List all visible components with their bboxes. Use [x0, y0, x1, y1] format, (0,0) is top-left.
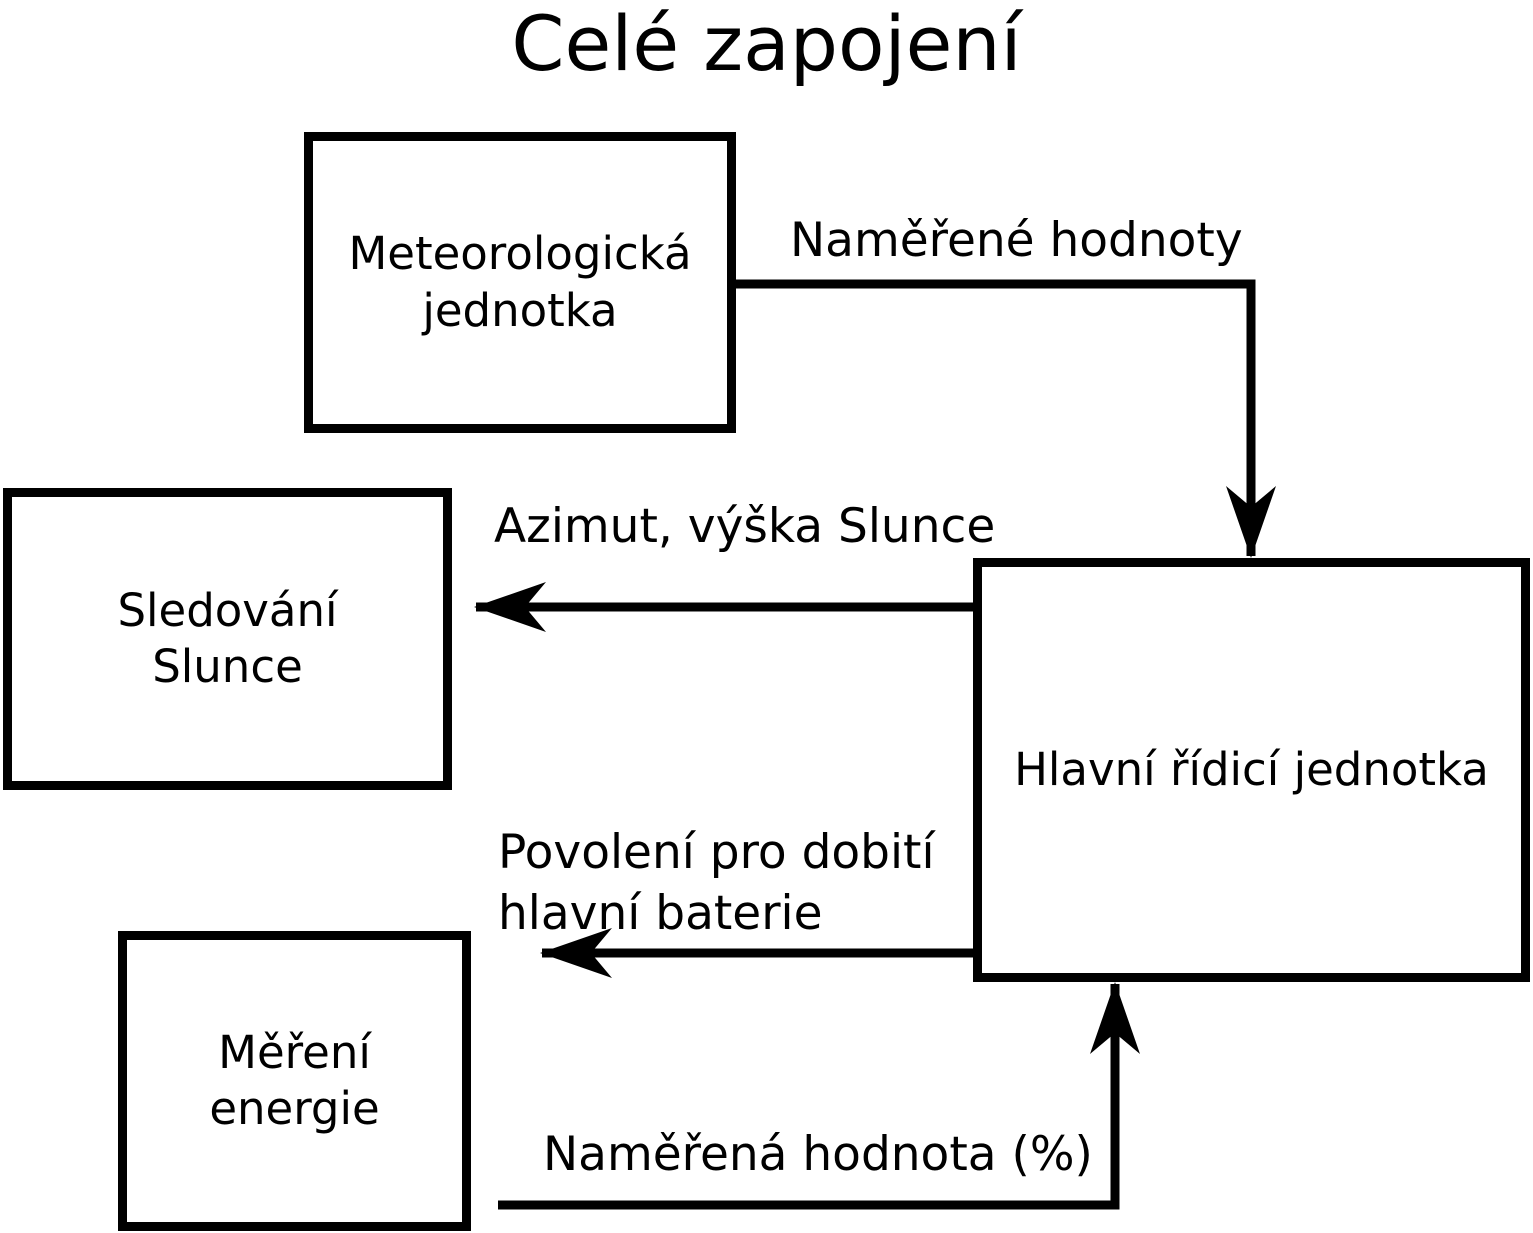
- edge-mereni-to-main-line: [498, 982, 1140, 1210]
- box-meteorologicka-jednotka: Meteorologická jednotka: [304, 132, 736, 433]
- box-hlavni-ridici-jednotka: Hlavní řídicí jednotka: [973, 558, 1530, 982]
- box-mereni-energie-label: Měření energie: [209, 1025, 380, 1135]
- edge-label-namerene-hodnoty: Naměřené hodnoty: [790, 213, 1243, 268]
- box-sledovani-slunce: Sledování Slunce: [3, 488, 452, 790]
- edge-label-azimut-vyska-slunce: Azimut, výška Slunce: [494, 499, 996, 554]
- box-sledovani-slunce-label: Sledování Slunce: [117, 583, 338, 693]
- box-meteorologicka-jednotka-label: Meteorologická jednotka: [348, 227, 692, 337]
- box-mereni-energie: Měření energie: [118, 931, 471, 1231]
- edge-label-povoleni-pro-dobiti: Povolení pro dobití hlavní baterie: [498, 825, 935, 942]
- edge-label-namerena-hodnota-pct: Naměřená hodnota (%): [543, 1127, 1093, 1182]
- edge-meteo-to-main-line: [736, 279, 1276, 558]
- page-title: Celé zapojení: [511, 0, 1022, 88]
- box-hlavni-ridici-jednotka-label: Hlavní řídicí jednotka: [1014, 742, 1489, 796]
